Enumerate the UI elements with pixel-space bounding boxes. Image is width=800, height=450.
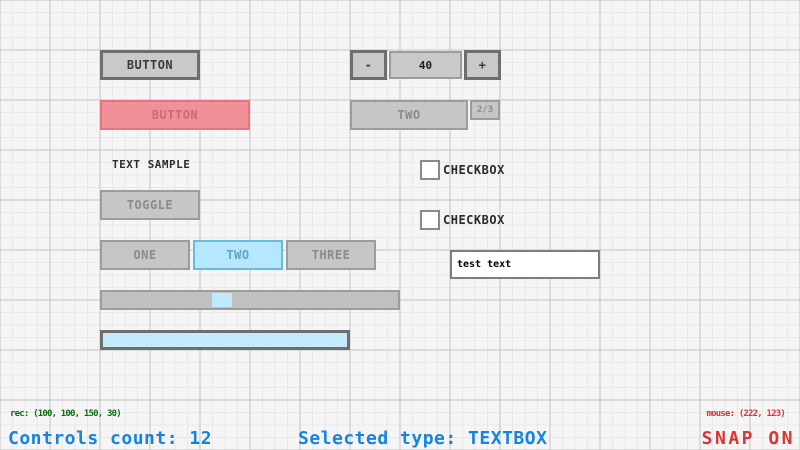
text-sample-text: TEXT SAMPLE [112, 157, 191, 171]
tab-two-label: TWO [226, 248, 250, 262]
checkbox-1-label: CHECKBOX [443, 163, 505, 177]
spinner-plus-label: + [478, 58, 487, 72]
status-selected-type: Selected type: TEXTBOX [298, 428, 548, 449]
status-snap-indicator: SNAP ON [701, 428, 795, 449]
spinner-value[interactable]: 40 [389, 51, 462, 79]
cycle-counter-badge: 2/3 [470, 100, 500, 120]
cycle-counter-text: 2/3 [476, 105, 494, 115]
checkbox-2-label: CHECKBOX [443, 213, 505, 227]
cycle-button[interactable]: TWO [350, 100, 468, 130]
cycle-button-label: TWO [397, 108, 421, 122]
tab-three-label: THREE [311, 248, 351, 262]
text-sample-label[interactable]: TEXT SAMPLE [112, 157, 190, 171]
progress-bar [100, 330, 350, 350]
tab-one[interactable]: ONE [100, 240, 190, 270]
toggle-label: TOGGLE [126, 198, 174, 212]
toggle-button[interactable]: TOGGLE [100, 190, 200, 220]
status-mouse-info: mouse: (222, 123) [706, 409, 785, 419]
status-controls-count: Controls count: 12 [8, 428, 213, 449]
tab-two-selected[interactable]: TWO [193, 240, 283, 270]
spinner-minus-label: - [364, 58, 373, 72]
spinner-plus-button[interactable]: + [464, 50, 501, 80]
spinner-minus-button[interactable]: - [350, 50, 387, 80]
checkbox-1-box[interactable] [420, 160, 440, 180]
slider-handle[interactable] [212, 293, 232, 307]
tab-three[interactable]: THREE [286, 240, 376, 270]
slider-track[interactable] [100, 290, 400, 310]
text-input[interactable] [450, 250, 600, 279]
button-normal[interactable]: BUTTON [100, 50, 200, 80]
button-normal-label: BUTTON [126, 58, 174, 72]
button-highlighted[interactable]: BUTTON [100, 100, 250, 130]
tab-one-label: ONE [133, 248, 157, 262]
checkbox-2-box[interactable] [420, 210, 440, 230]
spinner-value-text: 40 [418, 58, 433, 72]
status-rect-info: rec: (100, 100, 150, 30) [10, 409, 122, 419]
button-highlighted-label: BUTTON [151, 108, 199, 122]
